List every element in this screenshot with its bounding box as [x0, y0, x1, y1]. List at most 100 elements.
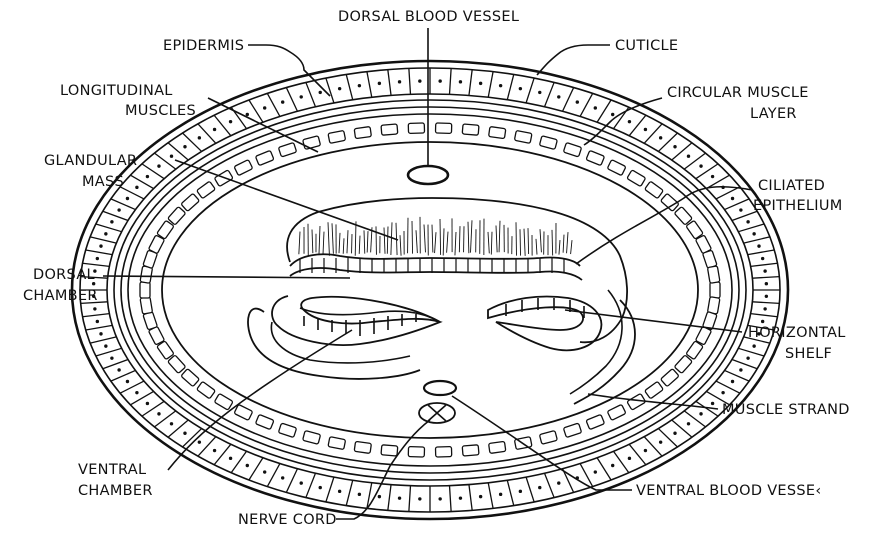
striation: [455, 232, 456, 255]
epidermis-cell-nucleus: [110, 356, 113, 359]
epidermis-cell-nucleus: [731, 197, 734, 200]
label-longitudinal-muscles-1: LONGITUDINAL: [60, 83, 173, 99]
epidermis-cell-nucleus: [538, 486, 541, 489]
epidermis-cell-wall: [142, 164, 164, 179]
epidermis-cell-nucleus: [731, 380, 734, 383]
muscle-block: [181, 369, 200, 387]
striation: [299, 232, 300, 255]
muscle-block: [462, 445, 479, 456]
label-glandular-mass-2: MASS: [82, 174, 124, 190]
epidermis-cell-wall: [644, 124, 662, 143]
label-nerve-cord: NERVE CORD: [238, 512, 337, 528]
striation: [440, 219, 441, 255]
epidermis-cell-wall: [658, 429, 677, 447]
epidermis-cell-nucleus: [739, 368, 742, 371]
striation: [432, 225, 433, 253]
epidermis-cell-wall: [716, 381, 740, 393]
epidermis-cell-wall: [725, 370, 750, 381]
epidermis-cell-nucleus: [378, 495, 381, 498]
left-lobe-inner: [271, 322, 410, 363]
label-glandular-mass-1: GLANDULAR: [44, 153, 137, 169]
epidermis-cell-wall: [346, 480, 352, 505]
epidermis-cell-nucleus: [398, 80, 401, 83]
striation: [528, 228, 529, 254]
epidermis-cell-nucleus: [765, 295, 768, 298]
epidermis-cell-nucleus: [157, 412, 160, 415]
muscle-strand-2: [570, 290, 622, 394]
epidermis-cell-wall: [732, 360, 757, 369]
epidermis-cell-wall: [526, 477, 534, 502]
epidermis-cell-nucleus: [594, 106, 597, 109]
muscle-block: [586, 414, 605, 429]
muscle-block: [303, 431, 321, 445]
label-longitudinal-muscles-2: MUSCLES: [125, 103, 196, 119]
striation: [323, 232, 324, 254]
striation: [488, 232, 489, 253]
epidermis-cell-wall: [130, 175, 153, 188]
dorsal-blood-vessel: [408, 166, 448, 184]
striation: [400, 235, 401, 256]
striation: [471, 220, 472, 252]
epidermis-cell-nucleus: [611, 113, 614, 116]
epidermis-cell-nucleus: [499, 84, 502, 87]
striation: [412, 221, 413, 254]
label-ventral-chamber-1: VENTRAL: [78, 462, 146, 478]
epidermis-cell-nucleus: [319, 91, 322, 94]
epidermis-cell-nucleus: [99, 332, 102, 335]
epidermis-cell-nucleus: [99, 244, 102, 247]
epidermis-cell-nucleus: [687, 422, 690, 425]
epidermis-cell-wall: [545, 473, 555, 497]
epidermis-cell-wall: [751, 263, 778, 266]
epidermis-cell-nucleus: [673, 432, 676, 435]
epidermis-cell-wall: [450, 68, 452, 94]
epidermis-cell-nucleus: [576, 100, 579, 103]
epidermis-cell-nucleus: [761, 320, 764, 323]
epidermis-cell-nucleus: [117, 368, 120, 371]
epidermis-cell-nucleus: [611, 464, 614, 467]
epidermis-cell-wall: [198, 124, 216, 143]
epidermis-cell-wall: [580, 93, 593, 116]
epidermis-cell-wall: [469, 70, 472, 96]
epidermis-cell-wall: [409, 68, 411, 94]
muscle-block: [514, 130, 532, 143]
epidermis-cell-nucleus: [96, 257, 99, 260]
epidermis-cell-wall: [716, 187, 740, 199]
epidermis-cell-nucleus: [378, 82, 381, 85]
epidermis-cell-nucleus: [300, 95, 303, 98]
epidermis-cell-nucleus: [170, 154, 173, 157]
muscle-block: [539, 136, 557, 150]
epidermis-cell-nucleus: [183, 145, 186, 148]
epidermis-cell-wall: [306, 473, 316, 497]
epidermis-cell-nucleus: [519, 87, 522, 90]
glandular-striations: [299, 217, 572, 256]
epidermis-cell-wall: [752, 302, 779, 304]
striation: [359, 236, 360, 254]
muscle-block: [489, 441, 506, 453]
cuticle-outline: [72, 61, 788, 519]
striation: [559, 240, 560, 255]
label-dorsal-chamber-2: CHAMBER: [23, 288, 98, 304]
epidermis-cell-nucleus: [338, 490, 341, 493]
epidermis-cell-nucleus: [557, 481, 560, 484]
label-ventral-chamber-2: CHAMBER: [78, 483, 153, 499]
epidermis-cell-nucleus: [763, 269, 766, 272]
epidermis-cell-wall: [214, 115, 231, 135]
label-circular-muscle-2: LAYER: [750, 106, 797, 122]
striation: [499, 221, 500, 253]
epidermis-cell-nucleus: [673, 145, 676, 148]
epidermis-cell-wall: [326, 78, 334, 103]
muscle-block: [607, 160, 626, 176]
epidermis-cell-nucleus: [213, 128, 216, 131]
epidermis-cell-nucleus: [765, 282, 768, 285]
epidermis-cell-nucleus: [459, 80, 462, 83]
striation: [468, 222, 469, 253]
epidermis-cell-nucleus: [263, 470, 266, 473]
muscle-block: [181, 193, 200, 211]
epidermis-cell-wall: [103, 360, 128, 369]
epidermis-cell-wall: [267, 93, 280, 116]
striation: [319, 226, 320, 255]
muscle-block: [197, 381, 216, 398]
label-horizontal-shelf-1: HORIZONTAL: [748, 325, 846, 341]
muscle-block: [140, 282, 150, 298]
muscle-block: [381, 124, 398, 135]
